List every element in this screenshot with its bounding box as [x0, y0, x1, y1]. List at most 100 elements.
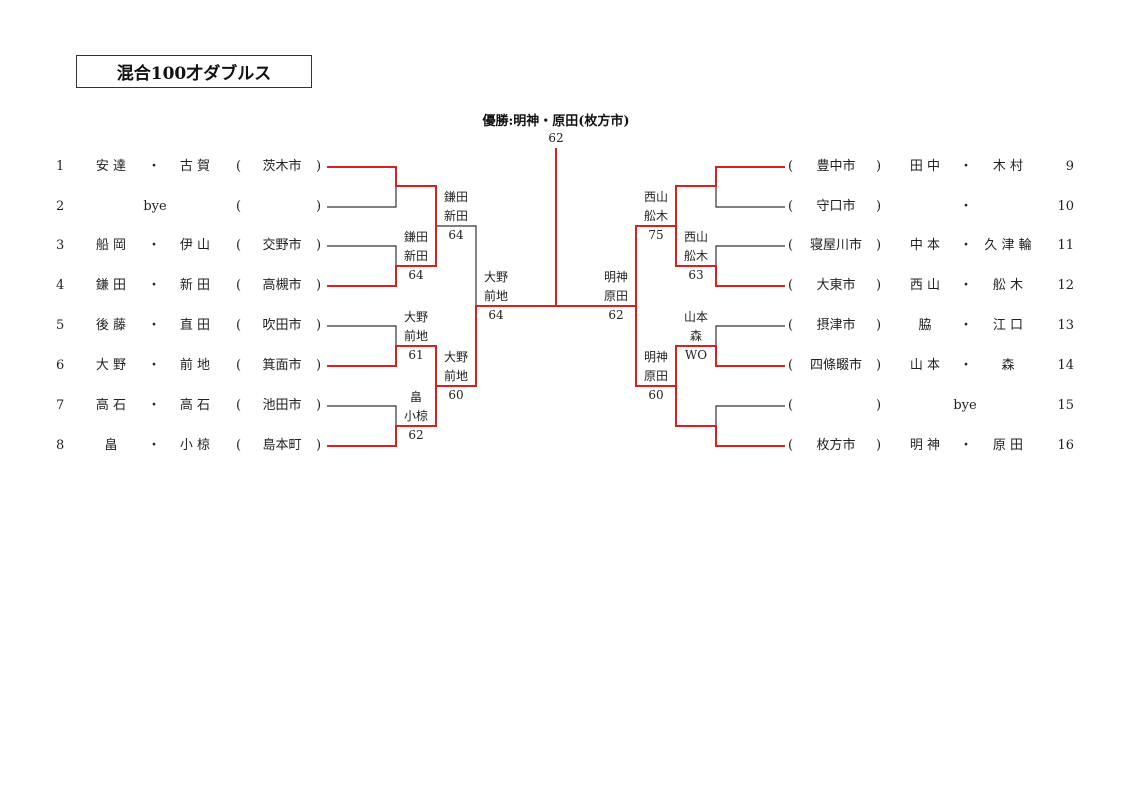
winner-name: 鎌田 — [443, 190, 468, 204]
city-name: 豊中市 — [816, 159, 856, 174]
winner-name: 明神 — [643, 350, 668, 364]
final-score: 62 — [548, 131, 564, 145]
player-name: 江 口 — [992, 318, 1024, 333]
winner-name: 前地 — [443, 369, 468, 383]
winner-name: 畠 — [409, 390, 422, 404]
paren-open: ( — [788, 358, 794, 373]
entry-number: 7 — [56, 398, 65, 413]
player-name: 森 — [1001, 358, 1015, 373]
entry-number: 11 — [1057, 238, 1074, 253]
winner-line — [635, 166, 785, 306]
match-score: 75 — [648, 228, 664, 242]
winner-name: 舩木 — [683, 249, 708, 263]
paren-open: ( — [236, 358, 242, 373]
winner-name: 新田 — [403, 249, 428, 263]
paren-open: ( — [236, 318, 242, 333]
name-separator: ・ — [147, 318, 161, 333]
player-name: 後 藤 — [95, 318, 127, 333]
champion-label: 優勝:明神・原田(枚方市) — [482, 114, 630, 129]
paren-open: ( — [788, 199, 794, 214]
name-separator: ・ — [147, 358, 161, 373]
entry-number: 12 — [1057, 278, 1074, 293]
match-score: 64 — [408, 268, 424, 282]
city-name: 摂津市 — [816, 318, 856, 333]
entry-number: 15 — [1057, 398, 1074, 413]
paren-open: ( — [236, 278, 242, 293]
paren-open: ( — [788, 438, 794, 453]
name-separator: ・ — [959, 199, 973, 214]
winner-line — [675, 226, 785, 287]
match-score: 61 — [408, 348, 424, 362]
player-name: 山 本 — [909, 358, 941, 373]
paren-close: ) — [316, 238, 322, 253]
player-name: 前 地 — [179, 358, 211, 373]
paren-open: ( — [788, 278, 794, 293]
paren-close: ) — [876, 238, 882, 253]
match-score: 62 — [608, 308, 624, 322]
paren-close: ) — [316, 438, 322, 453]
paren-close: ) — [876, 278, 882, 293]
winner-name: 大野 — [443, 350, 468, 364]
name-separator: ・ — [147, 438, 161, 453]
player-name: 鎌 田 — [95, 278, 127, 293]
player-name: 畠 — [104, 438, 118, 453]
winner-name: 山本 — [683, 310, 708, 324]
winner-name: 大野 — [403, 310, 428, 324]
winner-name: 前地 — [483, 289, 508, 303]
bracket-line — [327, 245, 397, 266]
city-name: 島本町 — [262, 438, 302, 453]
paren-close: ) — [876, 159, 882, 174]
winner-line — [327, 305, 556, 387]
player-name: 高 石 — [95, 398, 127, 413]
winner-name: 新田 — [443, 209, 468, 223]
winner-name: 舩木 — [643, 209, 668, 223]
bracket-line — [327, 325, 397, 346]
city-name: 寝屋川市 — [809, 238, 862, 253]
paren-open: ( — [236, 199, 242, 214]
paren-close: ) — [316, 159, 322, 174]
city-name: 箕面市 — [262, 358, 302, 373]
winner-name: 森 — [689, 329, 702, 343]
player-name: 舩 木 — [992, 278, 1024, 293]
bracket-line — [327, 405, 397, 426]
entry-number: 6 — [56, 358, 65, 373]
city-name: 枚方市 — [816, 438, 856, 453]
player-name: 脇 — [918, 318, 932, 333]
name-separator: ・ — [147, 159, 161, 174]
match-score: 60 — [648, 388, 664, 402]
winner-name: 鎌田 — [403, 230, 428, 244]
entry-number: 13 — [1057, 318, 1074, 333]
player-name: 安 達 — [95, 159, 127, 174]
player-name: 中 本 — [909, 238, 941, 253]
name-separator: ・ — [959, 238, 973, 253]
match-score: 62 — [408, 428, 424, 442]
paren-close: ) — [316, 398, 322, 413]
player-name: 西 山 — [909, 278, 941, 293]
winner-name: 西山 — [643, 190, 668, 204]
player-name: 小 椋 — [179, 438, 211, 453]
player-name: 高 石 — [179, 398, 211, 413]
entry-number: 4 — [56, 278, 65, 293]
city-name: 交野市 — [262, 238, 302, 253]
match-score: WO — [684, 348, 708, 362]
player-name: 伊 山 — [179, 238, 211, 253]
player-name: 明 神 — [909, 438, 941, 453]
entry-number: 2 — [56, 199, 65, 214]
match-score: 64 — [488, 308, 504, 322]
bracket-line — [715, 186, 785, 208]
entry-number: 5 — [56, 318, 65, 333]
paren-close: ) — [316, 358, 322, 373]
paren-close: ) — [876, 358, 882, 373]
paren-open: ( — [788, 398, 794, 413]
paren-open: ( — [236, 438, 242, 453]
name-separator: ・ — [959, 278, 973, 293]
name-separator: ・ — [959, 358, 973, 373]
entry-number: 1 — [56, 159, 65, 174]
paren-close: ) — [316, 318, 322, 333]
winner-name: 原田 — [603, 289, 628, 303]
winner-line — [327, 166, 437, 226]
bye-label: bye — [143, 199, 167, 214]
winner-line — [327, 386, 437, 447]
city-name: 高槻市 — [262, 278, 302, 293]
city-name: 守口市 — [816, 199, 856, 214]
